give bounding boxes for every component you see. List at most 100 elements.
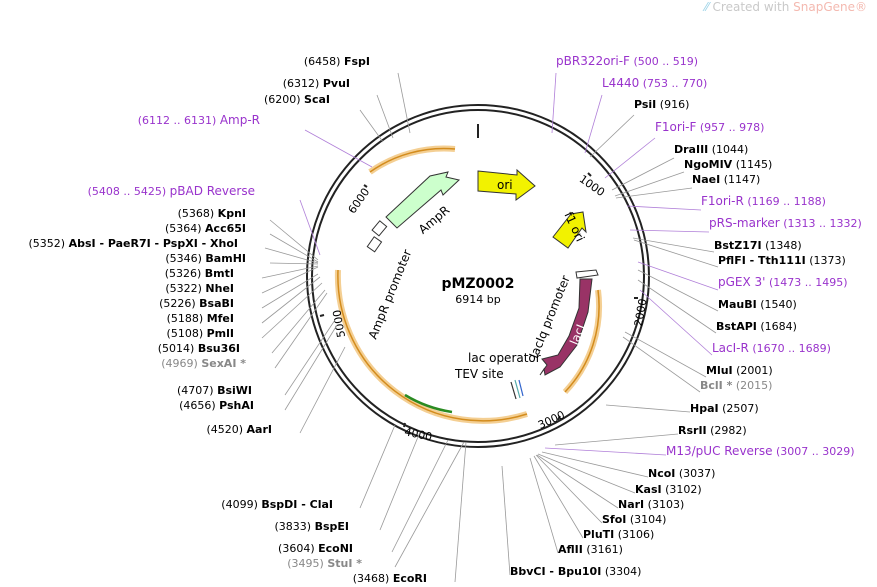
site-position: (3106)	[618, 528, 655, 541]
site-bstz17i[interactable]: BstZ17I (1348)	[714, 239, 802, 252]
site-maubi[interactable]: MauBI (1540)	[718, 298, 797, 311]
site-position: (1044)	[712, 143, 749, 156]
site-ncoi[interactable]: NcoI (3037)	[648, 467, 715, 480]
site-name: FspI	[344, 55, 370, 68]
site-naei[interactable]: NaeI (1147)	[692, 173, 760, 186]
leader-sexai	[274, 292, 328, 369]
site-f1ori-f[interactable]: F1ori-F (957 .. 978)	[655, 120, 764, 134]
site-prs-marker[interactable]: pRS-marker (1313 .. 1332)	[709, 216, 862, 230]
leader-ngomiv	[614, 171, 685, 197]
site-bsu36i[interactable]: (5014) Bsu36I	[158, 342, 240, 355]
site-kpni[interactable]: (5368) KpnI	[178, 207, 246, 220]
tick-2000: 2000	[632, 298, 650, 328]
label-ori: ori	[497, 178, 513, 192]
site-name: BsiWI	[217, 384, 252, 397]
site-scai[interactable]: (6200) ScaI	[264, 93, 330, 106]
label-ampr: AmpR	[416, 203, 452, 237]
site-position: (5108)	[167, 327, 204, 340]
site-position: (3161)	[586, 543, 623, 556]
feature-f1-ori[interactable]	[552, 211, 587, 249]
watermark-prefix: Created with	[712, 0, 790, 14]
site-name: ScaI	[304, 93, 330, 106]
site-ecori[interactable]: (3468) EcoRI	[353, 572, 427, 585]
site-name: F1ori-F	[655, 120, 696, 134]
plasmid-size: 6914 bp	[455, 293, 500, 306]
site-l4440[interactable]: L4440 (753 .. 770)	[602, 76, 707, 90]
site-labels: (6458) FspI (6312) PvuI (6200) ScaI (6112 .…	[29, 54, 862, 585]
site-amp-r[interactable]: (6112 .. 6131) Amp-R	[138, 113, 260, 127]
leader-draiii	[611, 157, 675, 191]
site-bspdi-clai[interactable]: (4099) BspDI - ClaI	[221, 498, 333, 511]
feature-lac-operator[interactable]	[510, 381, 517, 400]
site-m13-puc-reverse[interactable]: M13/pUC Reverse (3007 .. 3029)	[666, 444, 855, 458]
leader-ncoi	[541, 451, 649, 478]
site-pvui[interactable]: (6312) PvuI	[283, 77, 350, 90]
site-position: (4520)	[206, 423, 243, 436]
site-rsrii[interactable]: RsrII (2982)	[678, 424, 747, 437]
site-bspei[interactable]: (3833) BspEI	[275, 520, 350, 533]
feature-ampr[interactable]	[385, 171, 461, 229]
site-fspi[interactable]: (6458) FspI	[304, 55, 370, 68]
site-laci-r[interactable]: LacI-R (1670 .. 1689)	[712, 341, 831, 355]
site-absi-paer7i-pspxi-xhoi[interactable]: (5352) AbsI - PaeR7I - PspXI - XhoI	[29, 237, 238, 250]
site-bbvci-bpu10i[interactable]: BbvCI - Bpu10I (3304)	[510, 565, 641, 578]
leader-nari	[536, 454, 619, 509]
feature-laci[interactable]	[539, 278, 593, 376]
feature-laciq-promoter[interactable]	[575, 269, 599, 279]
site-nhei[interactable]: (5322) NheI	[165, 282, 234, 295]
site-bcli[interactable]: BclI * (2015)	[700, 379, 772, 392]
site-ngomiv[interactable]: NgoMIV (1145)	[684, 158, 772, 171]
site-bamhi[interactable]: (5346) BamHI	[165, 252, 246, 265]
leader-bamhi	[269, 262, 319, 265]
leader-hpai	[605, 404, 691, 413]
site-psii[interactable]: PsiI (916)	[634, 98, 689, 111]
site-bmti[interactable]: (5326) BmtI	[165, 267, 234, 280]
site-hpai[interactable]: HpaI (2507)	[690, 402, 759, 415]
site-aflii[interactable]: AflII (3161)	[558, 543, 623, 556]
site-pluti[interactable]: PluTI (3106)	[583, 528, 654, 541]
site-bsiwi[interactable]: (4707) BsiWI	[177, 384, 252, 397]
site-f1ori-r[interactable]: F1ori-R (1169 .. 1188)	[701, 194, 826, 208]
feature-ampr-promoter-box2[interactable]	[366, 236, 383, 253]
site-name: BspDI - ClaI	[261, 498, 333, 511]
site-position: (1169 .. 1188)	[747, 195, 826, 208]
site-pmli[interactable]: (5108) PmlI	[167, 327, 234, 340]
site-position: (1670 .. 1689)	[752, 342, 831, 355]
site-mfei[interactable]: (5188) MfeI	[167, 312, 234, 325]
site-econi[interactable]: (3604) EcoNI	[278, 542, 353, 555]
site-position: (6200)	[264, 93, 301, 106]
feature-ampr-promoter-box[interactable]	[371, 220, 388, 237]
site-pflfi-tth111i[interactable]: PflFI - Tth111I (1373)	[718, 254, 846, 267]
site-sfoi[interactable]: SfoI (3104)	[602, 513, 666, 526]
site-draiii[interactable]: DraIII (1044)	[674, 143, 748, 156]
site-name: AflII	[558, 543, 583, 556]
site-position: (916)	[660, 98, 690, 111]
site-bsabi[interactable]: (5226) BsaBI	[159, 297, 234, 310]
site-position: (3007 .. 3029)	[776, 445, 855, 458]
feature-ori[interactable]	[477, 168, 536, 201]
site-pbr322ori-f[interactable]: pBR322ori-F (500 .. 519)	[556, 54, 698, 68]
site-acc65i[interactable]: (5364) Acc65I	[165, 222, 246, 235]
site-sexai[interactable]: (4969) SexAI *	[161, 357, 246, 370]
site-name: StuI *	[327, 557, 362, 570]
site-pshai[interactable]: (4656) PshAI	[179, 399, 254, 412]
site-position: (3833)	[275, 520, 312, 533]
site-position: (1684)	[760, 320, 797, 333]
site-stui[interactable]: (3495) StuI *	[287, 557, 362, 570]
site-mlui[interactable]: MluI (2001)	[706, 364, 773, 377]
site-kasi[interactable]: KasI (3102)	[635, 483, 702, 496]
leader-rsrii	[554, 433, 679, 446]
site-position: (2507)	[722, 402, 759, 415]
leader-maubi	[637, 269, 719, 312]
site-name: L4440	[602, 76, 639, 90]
site-name: EcoNI	[318, 542, 353, 555]
site-position: (2982)	[710, 424, 747, 437]
feature-tev-site[interactable]	[514, 379, 521, 399]
leader-amp-r	[304, 129, 373, 168]
site-nari[interactable]: NarI (3103)	[618, 498, 684, 511]
site-pbad-reverse[interactable]: (5408 .. 5425) pBAD Reverse	[88, 184, 255, 198]
site-pgex-3[interactable]: pGEX 3' (1473 .. 1495)	[718, 275, 848, 289]
site-bstapi[interactable]: BstAPI (1684)	[716, 320, 797, 333]
site-name: BamHI	[205, 252, 246, 265]
site-aari[interactable]: (4520) AarI	[206, 423, 272, 436]
